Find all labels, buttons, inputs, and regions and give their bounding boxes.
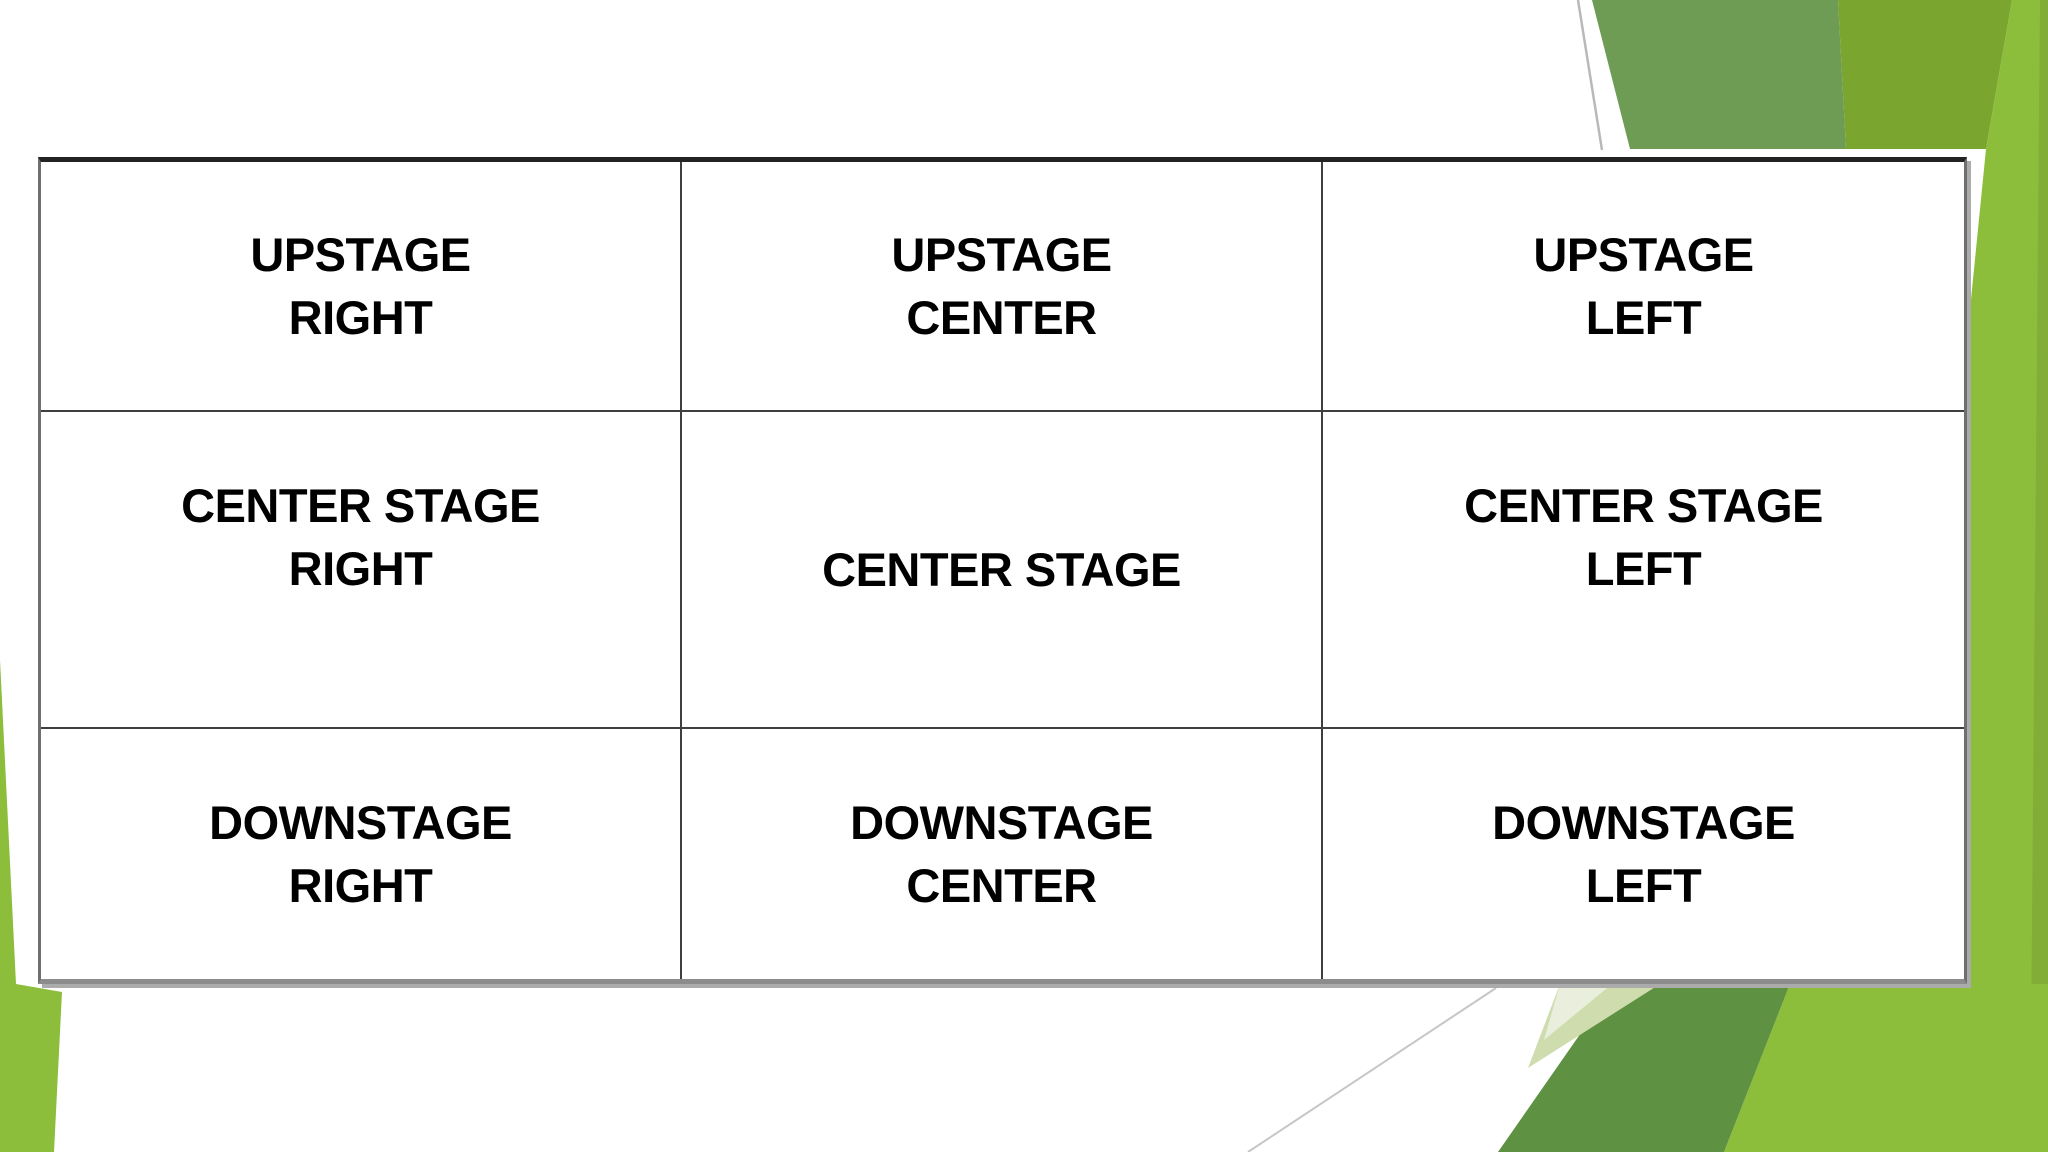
cell-downstage-center: DOWNSTAGE CENTER xyxy=(682,729,1323,979)
cell-label-line: UPSTAGE xyxy=(1533,228,1754,281)
bottom-left-sliver-shape xyxy=(0,660,62,1152)
bottom-right-sage-shape xyxy=(1498,984,1790,1152)
top-right-hairline xyxy=(1576,0,1604,151)
bottom-right-pale-light-shape xyxy=(1544,984,1612,1040)
cell-label-line: RIGHT xyxy=(288,859,433,912)
cell-center-stage: CENTER STAGE xyxy=(682,412,1323,729)
cell-label-line: CENTER STAGE xyxy=(1464,479,1823,532)
stage-position-grid: UPSTAGE RIGHT UPSTAGE CENTER UPSTAGE LEF… xyxy=(38,157,1967,984)
cell-label-line: CENTER STAGE xyxy=(822,543,1181,596)
cell-label-line: DOWNSTAGE xyxy=(850,796,1153,849)
cell-upstage-right: UPSTAGE RIGHT xyxy=(41,162,682,412)
cell-label-line: UPSTAGE xyxy=(891,228,1112,281)
cell-label-line: CENTER STAGE xyxy=(181,479,540,532)
cell-label-line: RIGHT xyxy=(288,291,433,344)
cell-label-line: DOWNSTAGE xyxy=(209,796,512,849)
top-right-olive-shape xyxy=(1838,0,2012,149)
top-right-sage-shape xyxy=(1592,0,1846,149)
cell-upstage-center: UPSTAGE CENTER xyxy=(682,162,1323,412)
cell-center-stage-left: CENTER STAGE LEFT xyxy=(1323,412,1964,729)
cell-label-line: DOWNSTAGE xyxy=(1492,796,1795,849)
right-green-band-edge xyxy=(2030,0,2048,1152)
cell-label-line: LEFT xyxy=(1585,859,1702,912)
cell-label-line: CENTER xyxy=(906,291,1097,344)
cell-label-line: CENTER xyxy=(906,859,1097,912)
cell-label-line: LEFT xyxy=(1585,291,1702,344)
cell-downstage-right: DOWNSTAGE RIGHT xyxy=(41,729,682,979)
cell-upstage-left: UPSTAGE LEFT xyxy=(1323,162,1964,412)
bottom-right-bright-shape xyxy=(1724,984,2048,1152)
cell-label-line: RIGHT xyxy=(288,542,433,595)
cell-label-line: LEFT xyxy=(1585,542,1702,595)
cell-downstage-left: DOWNSTAGE LEFT xyxy=(1323,729,1964,979)
cell-center-stage-right: CENTER STAGE RIGHT xyxy=(41,412,682,729)
cell-label-line: UPSTAGE xyxy=(250,228,471,281)
bottom-hairline xyxy=(1247,987,1497,1152)
